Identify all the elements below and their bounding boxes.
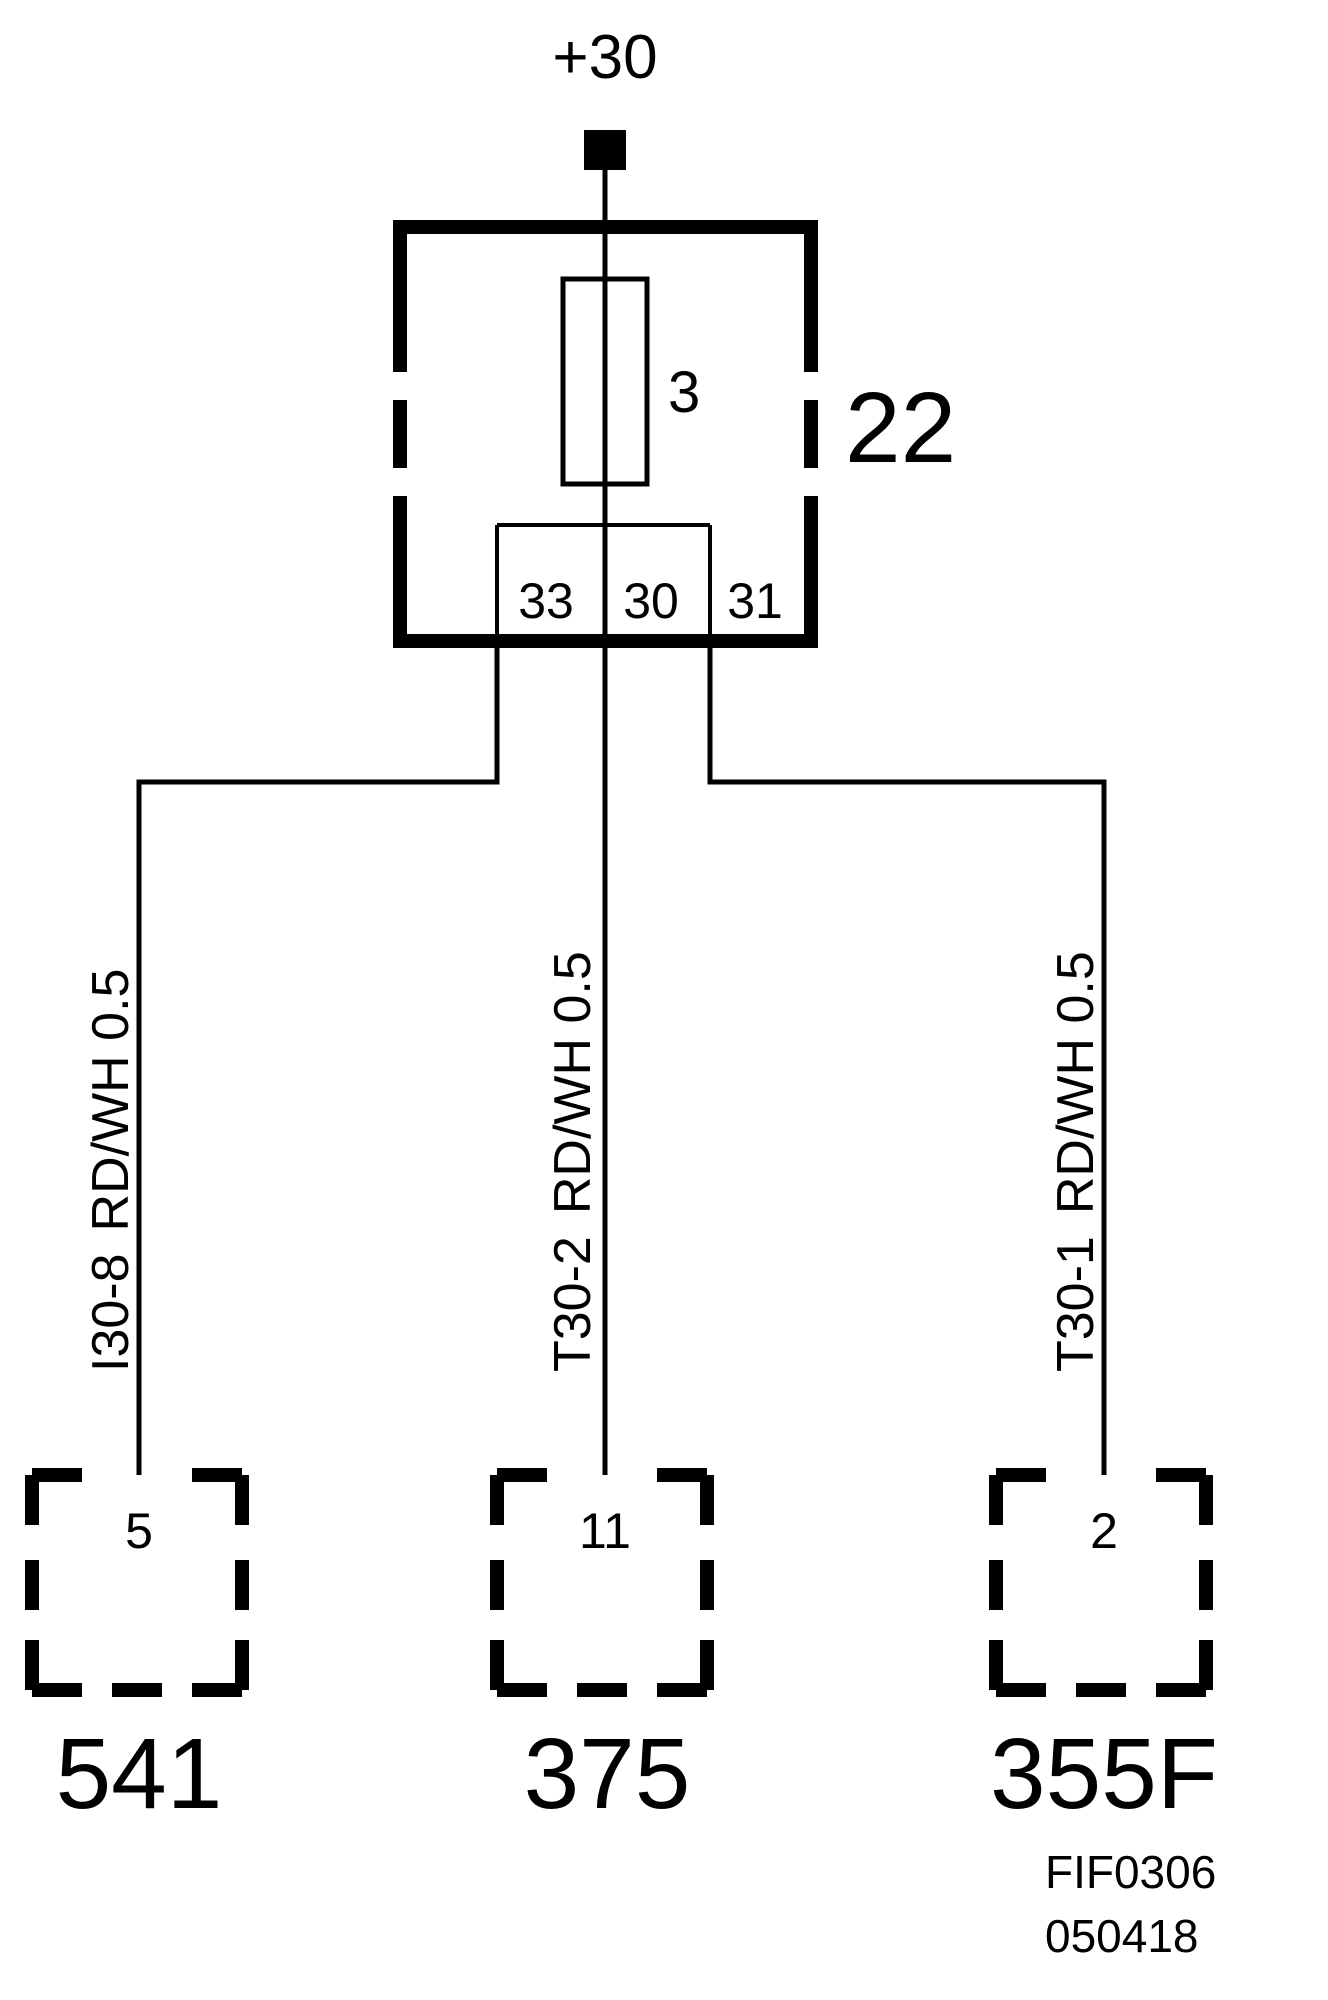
wire-3-code: T30-1 [1047,1236,1105,1372]
wire-1-code: I30-8 [82,1253,140,1372]
terminal-33: 33 [518,573,574,629]
wire-3-spec: RD/WH 0.5 [1047,951,1105,1214]
component-355f-pin: 2 [1090,1503,1118,1559]
wire-2-spec: RD/WH 0.5 [544,951,602,1214]
component-355f-outline [989,1468,1213,1697]
svg-text:T30-2RD/WH 0.5: T30-2 RD/WH 0.5 [544,951,602,1372]
terminal-31: 31 [727,573,783,629]
component-355f-id: 355F [990,1718,1218,1830]
wire-2-code: T30-2 [544,1236,602,1372]
component-375-outline [490,1468,714,1697]
component-375-id: 375 [524,1718,691,1830]
component-541-outline [25,1468,249,1697]
figure-code: FIF0306 [1045,1846,1216,1898]
figure-date: 050418 [1045,1910,1199,1962]
fuse-number: 3 [668,360,700,425]
wire-lines [136,170,1107,1475]
supply-terminal [584,130,626,170]
fuse-box-id: 22 [845,372,956,484]
svg-text:T30-1RD/WH 0.5: T30-1 RD/WH 0.5 [1047,951,1105,1372]
supply-label: +30 [552,23,657,92]
component-375-pin: 11 [579,1503,631,1559]
svg-text:I30-8RD/WH 0.5: I30-8 RD/WH 0.5 [82,969,140,1372]
component-541-pin: 5 [125,1503,153,1559]
terminal-30: 30 [623,573,679,629]
wire-1-spec: RD/WH 0.5 [82,969,140,1232]
component-541-id: 541 [56,1718,223,1830]
